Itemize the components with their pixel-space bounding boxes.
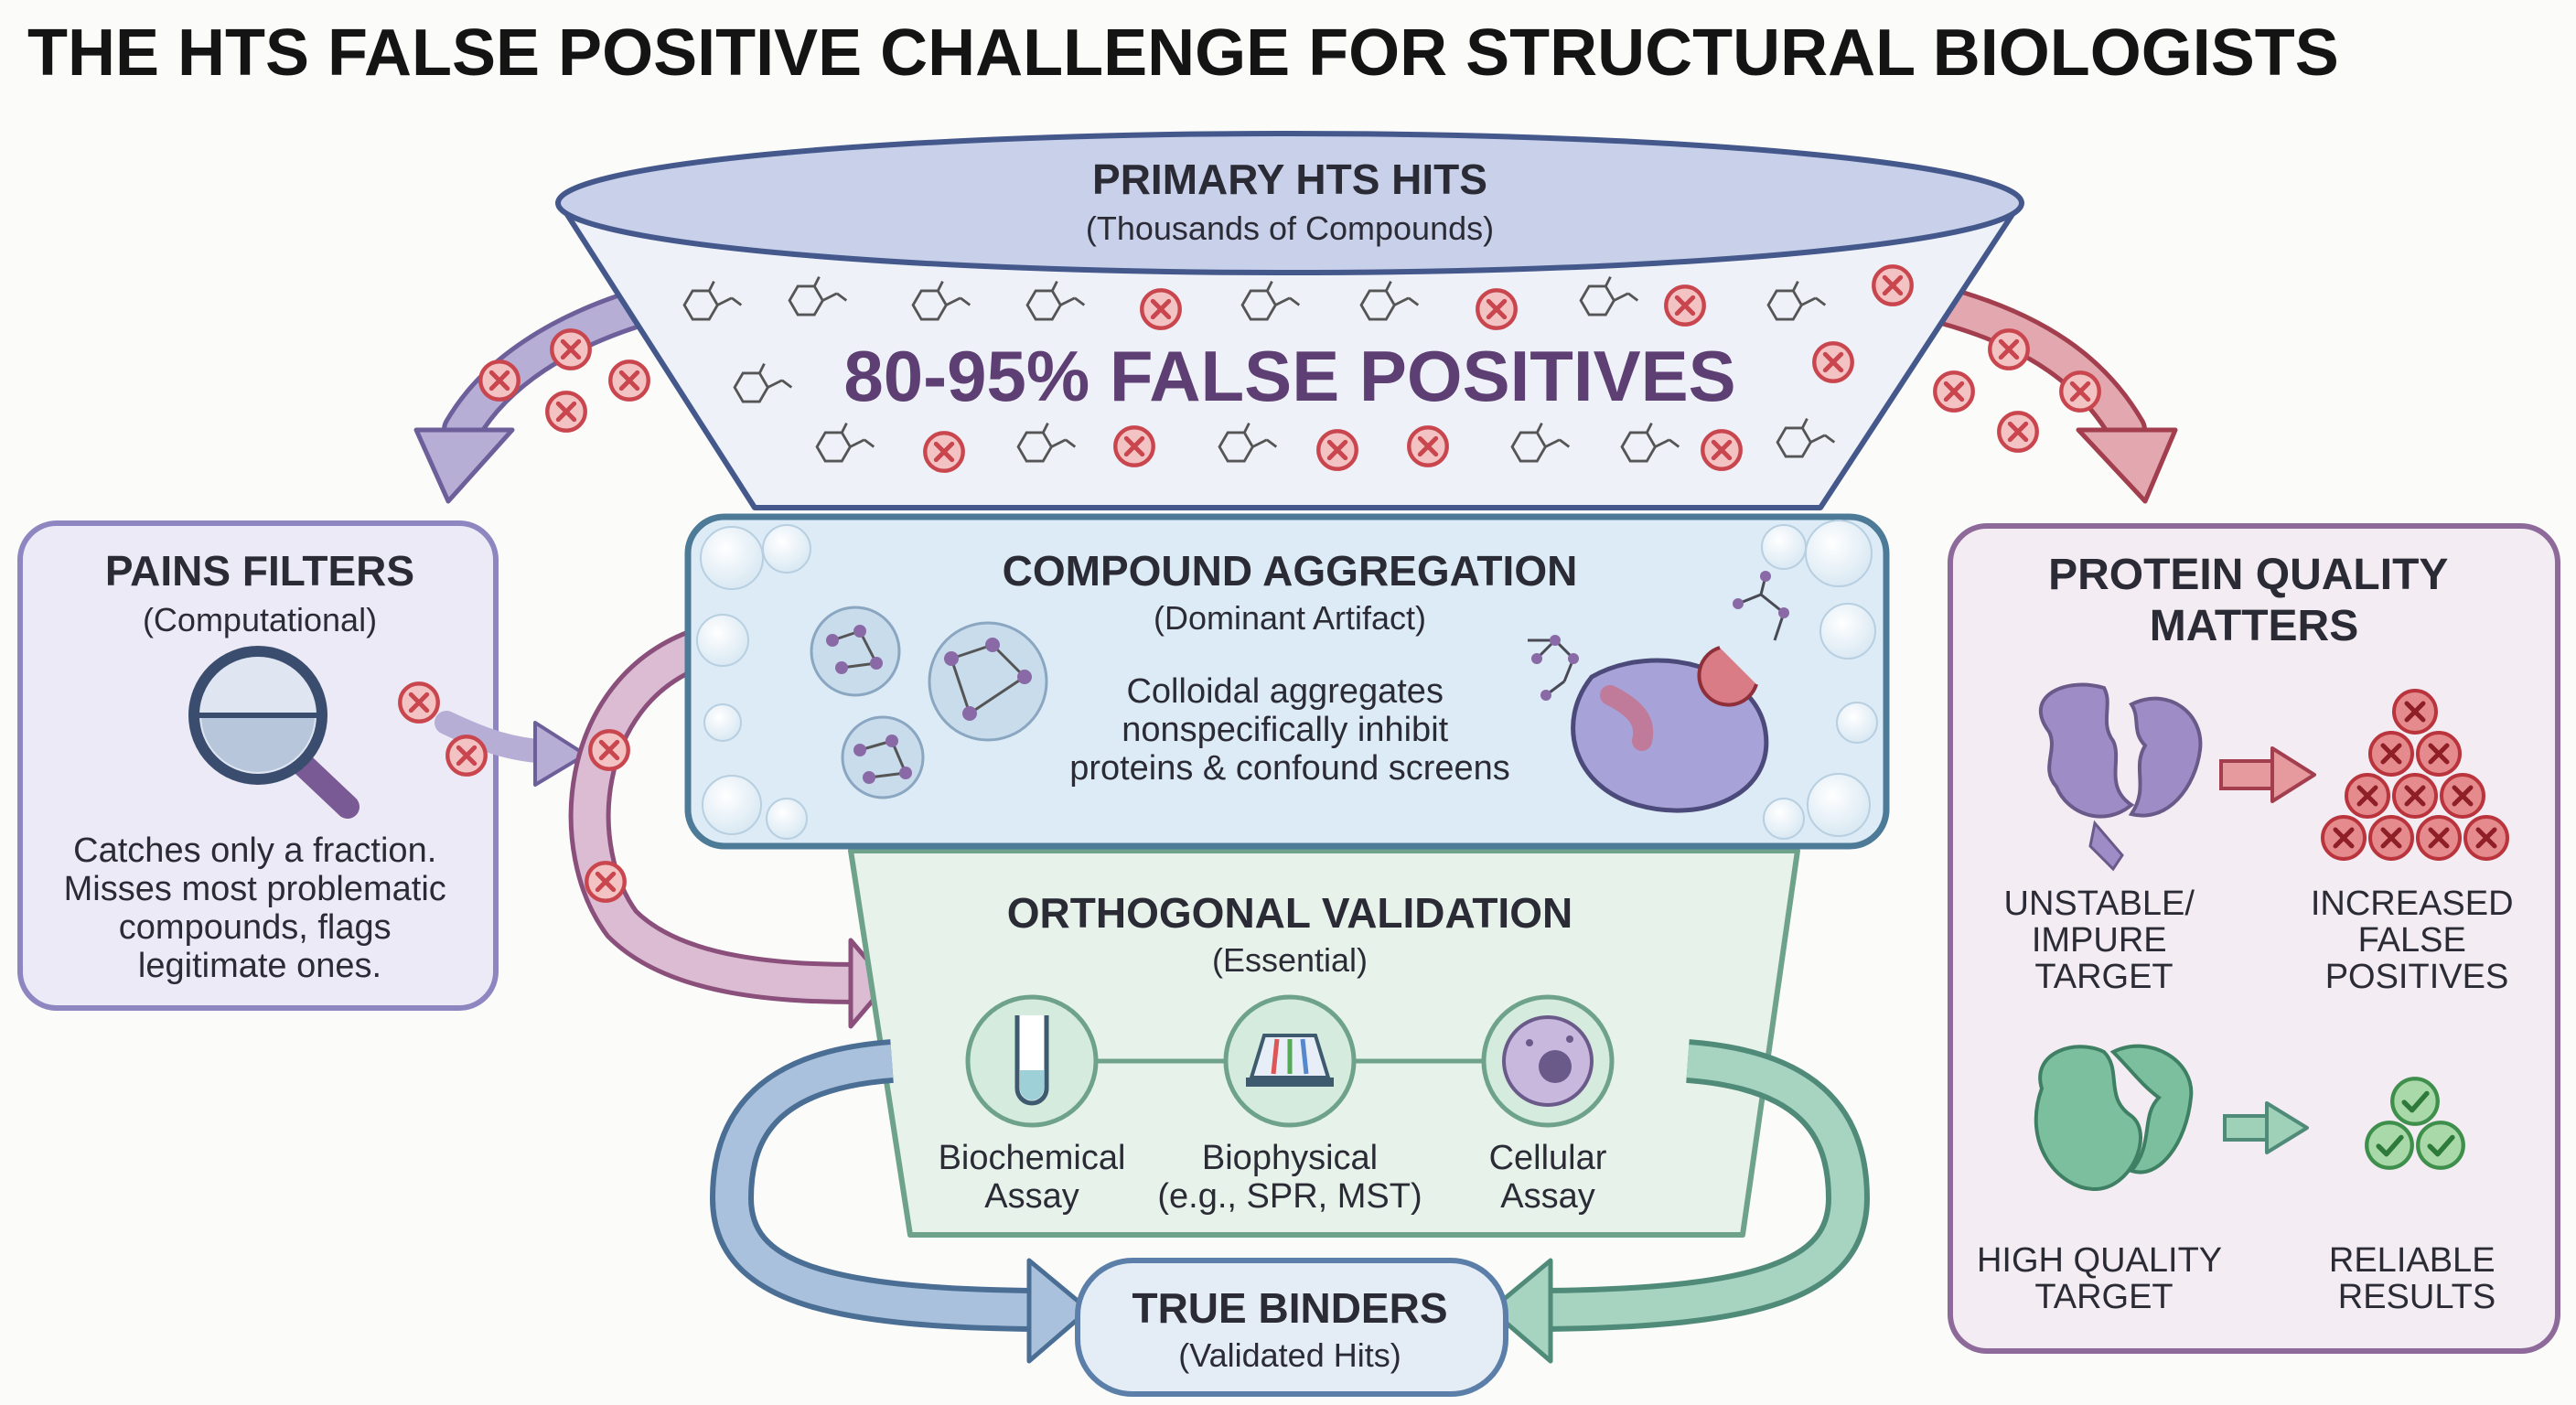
aggregation-description: Colloidal aggregates nonspecifically inh… (1069, 672, 1510, 788)
aggregation-heading: COMPOUND AGGREGATION (1003, 547, 1578, 595)
false-positive-icon (1318, 431, 1356, 468)
false-positive-icon (610, 361, 648, 399)
false-positive-icon (1115, 427, 1153, 465)
false-positive-icon (1873, 266, 1911, 304)
false-positive-icon (1702, 431, 1740, 468)
colloid-aggregate-icon (810, 606, 1048, 799)
protein-quality-heading: PROTEIN QUALITY MATTERS (2048, 551, 2460, 650)
biophysical-chip-icon (1223, 994, 1357, 1128)
folded-protein-icon (2034, 1044, 2194, 1192)
true-binders-subheading: (Validated Hits) (1178, 1336, 1401, 1374)
true-binders-heading: TRUE BINDERS (1132, 1284, 1447, 1332)
unstable-target-label: UNSTABLE/ IMPURE TARGET (2004, 885, 2205, 996)
left-return-arrow (709, 1039, 1091, 1364)
test-tube-icon (965, 994, 1099, 1128)
false-positive-icon (1477, 290, 1515, 327)
arrow-to-false-positives (2219, 746, 2316, 803)
left-curved-arrow (413, 282, 679, 504)
false-positive-icon (1990, 330, 2027, 368)
false-positive-icon (1666, 286, 1703, 324)
pains-description: Catches only a fraction. Misses most pro… (64, 831, 456, 985)
primary-hits-heading: PRIMARY HTS HITS (1092, 156, 1487, 203)
high-quality-target-label: HIGH QUALITY TARGET (1977, 1241, 2231, 1316)
false-positive-icon (480, 361, 518, 399)
false-positive-banner: 80-95% FALSE POSITIVES (843, 336, 1735, 416)
protein-with-aggregate-icon (1528, 571, 1789, 813)
false-positive-icon (590, 731, 628, 768)
cell-icon (1481, 994, 1615, 1128)
false-positive-icon (400, 683, 437, 721)
false-positive-icon (1409, 427, 1446, 465)
primary-hits-subheading: (Thousands of Compounds) (1086, 209, 1494, 247)
pains-to-funnel-arrow (435, 711, 587, 787)
false-positive-icon (1814, 343, 1852, 381)
protein-quality-panel: PROTEIN QUALITY MATTERS UNSTABLE/ IM (1948, 523, 2560, 1354)
false-positive-icon (925, 433, 962, 470)
arrow-to-reliable-results (2223, 1101, 2309, 1154)
right-return-arrow (1488, 1039, 1871, 1364)
reliable-results-label: RELIABLE RESULTS (2329, 1241, 2505, 1316)
orthogonal-validation-panel: ORTHOGONAL VALIDATION (Essential) Bioche… (848, 848, 1800, 1238)
aggregation-subheading: (Dominant Artifact) (1154, 599, 1426, 637)
broken-protein-icon (2038, 682, 2203, 872)
true-binders-panel: TRUE BINDERS (Validated Hits) (1075, 1258, 1508, 1397)
false-positive-icon (1142, 290, 1179, 327)
pains-heading: PAINS FILTERS (105, 547, 414, 595)
false-positive-icon (552, 330, 589, 368)
orthogonal-heading: ORTHOGONAL VALIDATION (1007, 889, 1572, 937)
false-positive-icon (586, 863, 624, 900)
pains-filters-panel: PAINS FILTERS (Computational) Catches on… (17, 520, 499, 1011)
foam-bubbles (696, 520, 1878, 840)
page-title: THE HTS FALSE POSITIVE CHALLENGE FOR STR… (27, 16, 2339, 90)
false-positive-icon (547, 392, 585, 430)
false-positive-icon (447, 736, 485, 774)
false-positive-icon (1999, 413, 2036, 450)
right-curved-arrow (1910, 282, 2178, 504)
biophysical-assay-label: Biophysical(e.g., SPR, MST) (1157, 1139, 1422, 1216)
false-positive-icon (2061, 372, 2098, 410)
false-positive-icon (1935, 372, 1972, 410)
increased-false-positives-label: INCREASED FALSE POSITIVES (2311, 885, 2523, 996)
funnel-top: PRIMARY HTS HITS (Thousands of Compounds… (555, 131, 2024, 510)
compound-aggregation-panel: COMPOUND AGGREGATION (Dominant Artifact)… (684, 513, 1890, 850)
pains-subheading: (Computational) (143, 601, 377, 638)
magnifier-filter-icon (188, 646, 360, 819)
orthogonal-subheading: (Essential) (1212, 941, 1368, 979)
